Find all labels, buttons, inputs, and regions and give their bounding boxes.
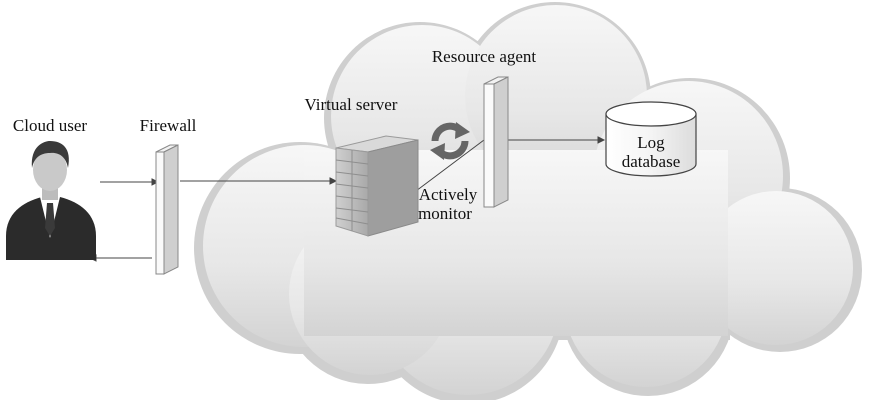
log-database-label-line2: database [622, 152, 681, 171]
resource-agent-label: Resource agent [432, 47, 537, 66]
person-icon [6, 141, 96, 260]
database-icon [605, 101, 697, 177]
firewall-icon [155, 144, 179, 275]
cloud-user-label: Cloud user [13, 116, 87, 135]
refresh-icon [430, 122, 470, 160]
virtual-server-label: Virtual server [305, 95, 398, 114]
firewall-label: Firewall [140, 116, 197, 135]
server-icon [335, 135, 419, 237]
actively-monitor-label-line2: monitor [418, 204, 472, 223]
resource-agent-icon [483, 76, 509, 208]
log-database-label-line1: Log [637, 133, 665, 152]
server-to-agent-line [415, 139, 485, 192]
actively-monitor-label-line1: Actively [419, 185, 478, 204]
